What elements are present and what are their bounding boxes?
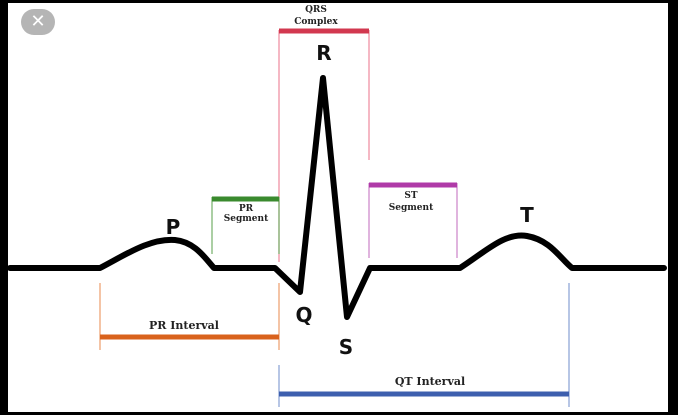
st-segment-label-line1: ST [404, 191, 417, 201]
pr-segment-label-line1: PR [239, 204, 254, 214]
wave-label-r: R [316, 41, 331, 65]
close-icon: ✕ [30, 11, 46, 32]
wave-label-t: T [520, 203, 534, 227]
qt-interval-label: QT Interval [395, 375, 465, 388]
qrs-complex-label-line1: QRS [305, 5, 327, 15]
pr-interval-label: PR Interval [149, 319, 219, 332]
close-button[interactable]: ✕ [21, 9, 55, 35]
wave-label-p: P [166, 215, 181, 239]
qrs-complex-label-line2: Complex [294, 17, 338, 27]
wave-label-s: S [339, 335, 353, 359]
ecg-trace [7, 75, 667, 320]
wave-label-q: Q [295, 303, 312, 327]
pr-segment-label-line2: Segment [224, 214, 269, 224]
st-segment-label-line2: Segment [389, 203, 434, 213]
